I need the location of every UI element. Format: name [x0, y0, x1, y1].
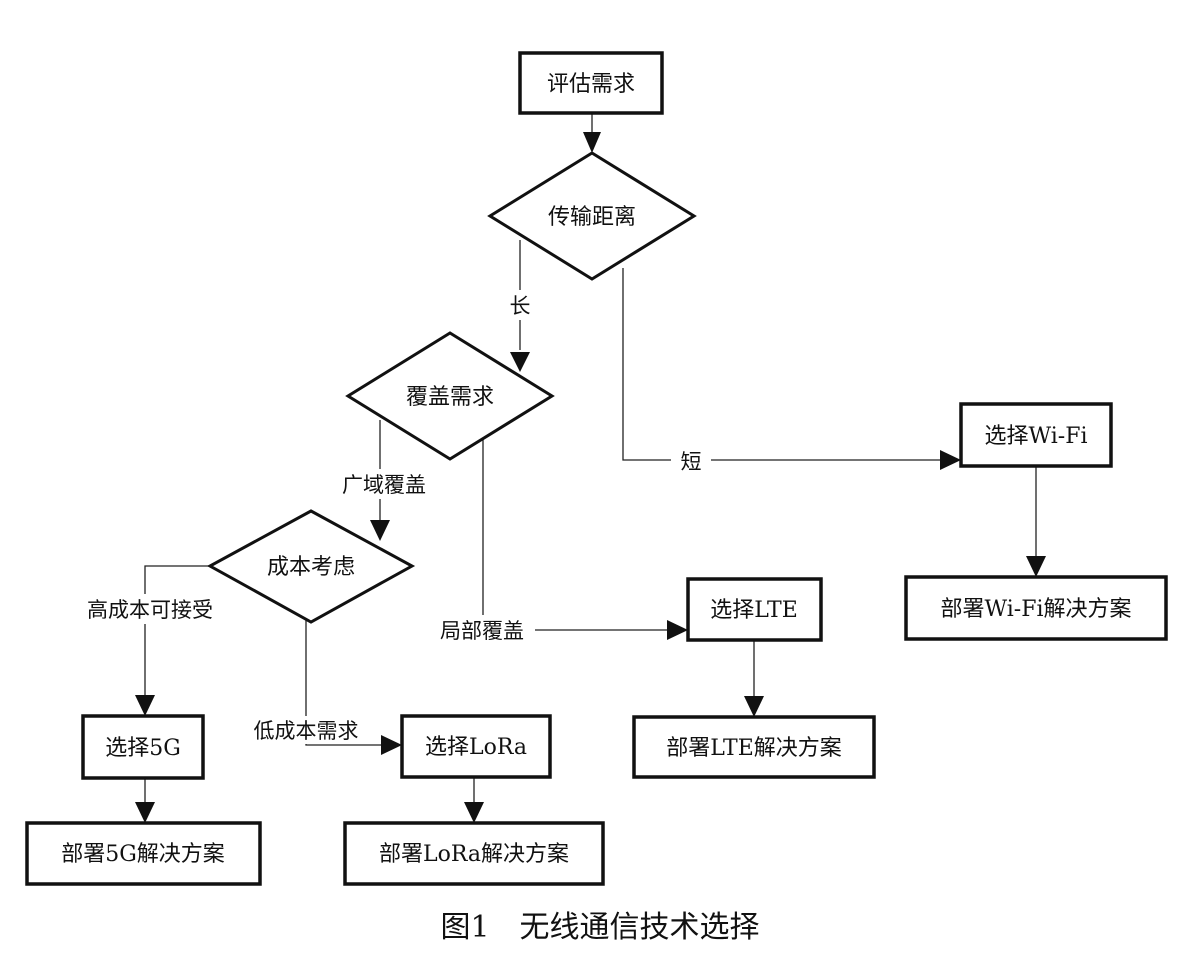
node-5g-deploy-label: 部署5G解决方案 — [61, 842, 225, 867]
edge-label-low-cost: 低成本需求 — [254, 719, 359, 743]
edge-label-local: 局部覆盖 — [440, 619, 524, 643]
node-assess: 评估需求 — [518, 51, 664, 115]
arrowhead — [510, 352, 530, 372]
edge-label-short: 短 — [681, 450, 702, 474]
edge-labels: 长 短 广域覆盖 局部覆盖 高成本可接受 低成本需求 — [74, 290, 711, 744]
arrowhead — [583, 132, 601, 153]
arrowhead — [464, 802, 484, 823]
arrowhead — [744, 696, 764, 717]
node-5g: 选择5G — [81, 714, 205, 780]
node-cost: 成本考虑 — [206, 509, 416, 624]
figure-caption: 图1 无线通信技术选择 — [440, 910, 759, 945]
edge-label-long: 长 — [510, 294, 531, 318]
edge-coverage-lte — [482, 438, 667, 631]
connectors — [135, 113, 1046, 823]
node-lte-deploy-label: 部署LTE解决方案 — [666, 736, 842, 761]
edge-label-wide-area: 广域覆盖 — [342, 473, 426, 497]
arrowhead — [370, 520, 390, 541]
arrowhead — [667, 620, 688, 640]
arrowhead — [381, 735, 402, 755]
node-lora-deploy: 部署LoRa解决方案 — [343, 821, 605, 886]
node-wifi-label: 选择Wi-Fi — [985, 424, 1088, 449]
arrowhead — [135, 802, 155, 823]
node-distance-label: 传输距离 — [548, 205, 636, 230]
edge-distance-wifi — [622, 268, 940, 461]
node-lora-deploy-label: 部署LoRa解决方案 — [379, 842, 569, 867]
arrowhead — [1026, 556, 1046, 577]
arrowhead — [940, 450, 961, 470]
edge-cost-5g — [144, 565, 212, 695]
edge-label-high-cost: 高成本可接受 — [87, 598, 213, 622]
node-lte-label: 选择LTE — [710, 598, 798, 623]
arrowhead — [135, 695, 155, 716]
node-wifi-deploy: 部署Wi-Fi解决方案 — [904, 575, 1168, 641]
edge-cost-lora — [305, 620, 381, 746]
node-assess-label: 评估需求 — [547, 72, 635, 97]
node-lora: 选择LoRa — [400, 714, 552, 779]
node-wifi-deploy-label: 部署Wi-Fi解决方案 — [941, 597, 1132, 622]
node-lora-label: 选择LoRa — [425, 735, 527, 760]
node-lte-deploy: 部署LTE解决方案 — [632, 715, 876, 779]
node-wifi: 选择Wi-Fi — [959, 402, 1113, 468]
node-distance: 传输距离 — [487, 151, 697, 281]
node-5g-deploy: 部署5G解决方案 — [25, 821, 262, 886]
node-coverage: 覆盖需求 — [345, 331, 555, 461]
node-5g-label: 选择5G — [105, 736, 181, 761]
node-cost-label: 成本考虑 — [267, 555, 355, 580]
node-lte: 选择LTE — [686, 577, 823, 642]
node-coverage-label: 覆盖需求 — [406, 385, 494, 410]
